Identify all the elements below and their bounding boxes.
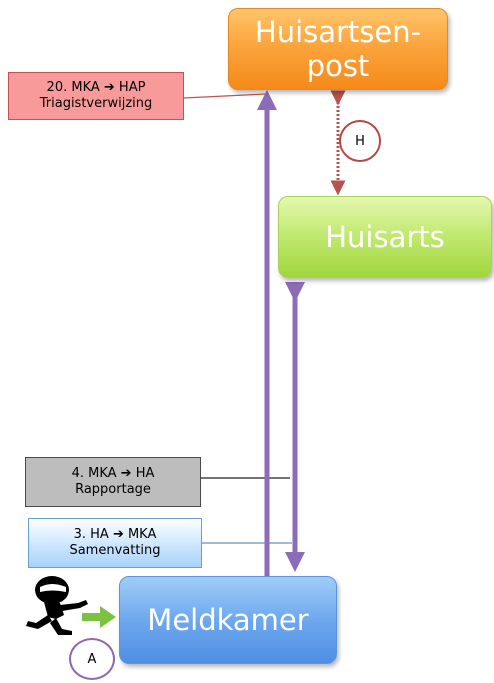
message-box-20[interactable]: 20. MKA ➔ HAP Triagistverwijzing [8,72,184,120]
node-huisartsenpost[interactable]: Huisartsen- post [228,8,448,90]
node-huisartsenpost-label: Huisartsen- post [254,14,422,83]
node-huisarts-label: Huisarts [325,219,445,254]
node-huisarts[interactable]: Huisarts [278,196,492,278]
person-running-icon [26,576,88,635]
message-3-line1: 3. HA ➔ MKA [73,526,157,542]
marker-h-label: H [355,133,365,149]
message-20-line1: 20. MKA ➔ HAP [46,79,146,95]
message-20-line2: Triagistverwijzing [39,96,153,111]
message-3-line2: Samenvatting [69,543,161,558]
message-4-line1: 4. MKA ➔ HA [71,465,155,481]
node-meldkamer-label: Meldkamer [147,602,309,637]
node-meldkamer[interactable]: Meldkamer [119,576,337,664]
message-4-line2: Rapportage [75,482,151,497]
marker-h: H [339,120,381,162]
message-box-4[interactable]: 4. MKA ➔ HA Rapportage [25,457,201,507]
marker-a-label: A [87,651,97,667]
message-box-3[interactable]: 3. HA ➔ MKA Samenvatting [28,518,202,568]
connector-20 [183,93,267,99]
marker-a: A [69,638,115,680]
green-arrow-icon [82,606,116,628]
